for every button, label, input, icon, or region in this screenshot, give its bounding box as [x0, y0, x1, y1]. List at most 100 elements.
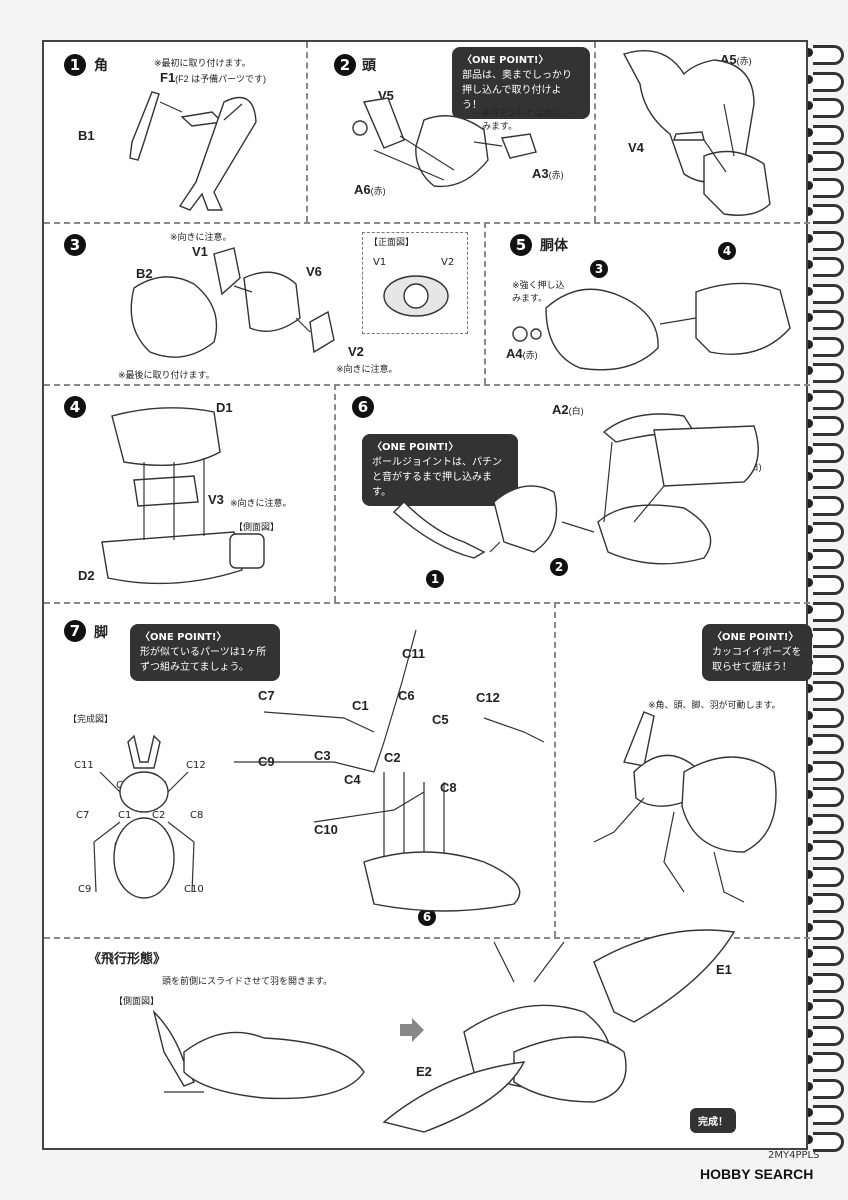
part-label-v3: V3 [208, 492, 224, 507]
label-c9: C9 [78, 884, 92, 895]
divider [44, 222, 810, 224]
complete-badge: 完成！ [690, 1108, 736, 1133]
spiral-ring [813, 1131, 844, 1152]
flight-title: 《飛行形態》 [88, 952, 167, 967]
binding-hole [804, 763, 813, 773]
step-note: ※最後に取り付けます。 [118, 371, 215, 381]
posed-beetle-illustration [593, 711, 777, 903]
spiral-ring [813, 866, 844, 887]
body-join-illustration [512, 282, 791, 371]
complete-view-title: 【完成図】 [68, 715, 114, 725]
binding-hole [804, 260, 813, 269]
part-label-b2: B2 [136, 266, 153, 281]
body-front-assembly-illustration [130, 247, 335, 358]
binding-hole [804, 74, 813, 84]
spiral-ring [813, 177, 844, 198]
label-c7: C7 [258, 688, 275, 703]
leg-assembly-illustration [234, 629, 545, 912]
part-label-v6: V6 [306, 264, 322, 279]
step-note: ※向きに注意。 [230, 499, 292, 509]
spiral-ring [813, 230, 844, 251]
binding-hole [804, 1028, 813, 1038]
step-number: 5 [510, 234, 532, 256]
step-number: 6 [352, 396, 374, 418]
part-label-v1: V1 [373, 257, 387, 268]
binding-hole [804, 180, 813, 190]
label-c6: C6 [398, 688, 415, 703]
divider [334, 384, 336, 602]
onepoint-text: 形が似ているパーツは1ヶ所ずつ組み立てましょう。 [140, 647, 267, 673]
spiral-ring [813, 1025, 844, 1046]
binding-hole [804, 339, 813, 349]
head-assembly-illustration [352, 97, 537, 188]
binding-hole [804, 816, 813, 826]
step-note: ※強く押し込みます。 [512, 281, 565, 304]
binding-hole [804, 1002, 813, 1011]
spiral-ring [813, 760, 844, 781]
spiral-ring [813, 336, 844, 357]
spiral-ring [813, 972, 844, 993]
label-c10: C10 [314, 822, 338, 837]
spiral-ring [813, 416, 844, 436]
spiral-ring [813, 283, 844, 304]
label-c2: C2 [384, 750, 401, 765]
flight-mode-beetle-illustration [382, 929, 736, 1133]
spiral-ring [813, 522, 844, 542]
divider [484, 222, 486, 384]
binding-hole [804, 1055, 813, 1064]
onepoint-callout: 〈ONE POINT!〉 部品は、奥までしっかり押し込んで取り付けよう！ [452, 47, 590, 119]
step-ref-6: 6 [418, 908, 436, 926]
part-label-a3: A3(赤) [532, 166, 564, 181]
binding-hole [804, 949, 813, 958]
instruction-sheet: 1 角 ※最初に取り付けます。 F1(F2 は予備パーツです) B1 B3 2 … [42, 40, 812, 1150]
label-c8: C8 [190, 810, 204, 821]
step-number: 4 [64, 396, 86, 418]
onepoint-heading: 〈ONE POINT!〉 [462, 55, 549, 66]
binding-hole [804, 922, 813, 932]
binding-hole [804, 843, 813, 852]
binding-hole [804, 48, 813, 57]
spiral-ring [813, 71, 844, 92]
spiral-ring [813, 45, 844, 65]
label-c12: C12 [476, 690, 500, 705]
binding-hole [804, 578, 813, 587]
step-ref-4: 4 [718, 242, 736, 260]
head-top-assembly-illustration [622, 50, 771, 216]
divider [594, 42, 596, 222]
step-ref-2: 2 [550, 558, 568, 576]
part-label-a2: A2(白) [552, 402, 584, 417]
label-c3: C3 [314, 748, 331, 763]
spiral-ring [813, 389, 844, 410]
step-ref-1: 1 [426, 570, 444, 588]
step-note: ※向きに注意。 [170, 233, 232, 243]
part-label-a4: A4(赤) [506, 346, 538, 361]
step-note: ※パチン！とはめ込みます。 [482, 109, 562, 132]
divider [44, 602, 810, 604]
onepoint-callout: 〈ONE POINT!〉 ボールジョイントは、パチンと音がするまで押し込みます。 [362, 434, 518, 506]
binding-hole [804, 127, 813, 137]
product-code: 2MY4PPLS [768, 1150, 820, 1161]
step-note: ※角、頭、脚、羽が可動します。 [648, 701, 781, 711]
binding-hole [804, 366, 813, 375]
step-title: 角 [94, 58, 108, 74]
step-ref-3: 3 [590, 260, 608, 278]
spiral-ring [813, 919, 844, 940]
binding-hole [804, 154, 813, 163]
binding-hole [804, 1108, 813, 1117]
onepoint-text: ボールジョイントは、パチンと音がするまで押し込みます。 [372, 457, 502, 498]
onepoint-callout: 〈ONE POINT!〉 カッコイイポーズを取らせて遊ぼう！ [702, 624, 812, 681]
spiral-ring [813, 469, 844, 489]
label-c12: C12 [186, 760, 206, 771]
binding-hole [804, 710, 813, 720]
binding-hole [804, 790, 813, 799]
part-label-v2: V2 [348, 344, 364, 359]
part-label-v1: V1 [192, 244, 208, 259]
binding-hole [804, 392, 813, 402]
step-note: ※向きに注意。 [336, 365, 398, 375]
binding-hole [804, 975, 813, 985]
part-label-v2: V2 [441, 257, 455, 268]
spiral-ring [813, 946, 844, 966]
spiral-ring [813, 151, 844, 171]
label-c7: C7 [76, 810, 90, 821]
spiral-ring [813, 204, 844, 224]
